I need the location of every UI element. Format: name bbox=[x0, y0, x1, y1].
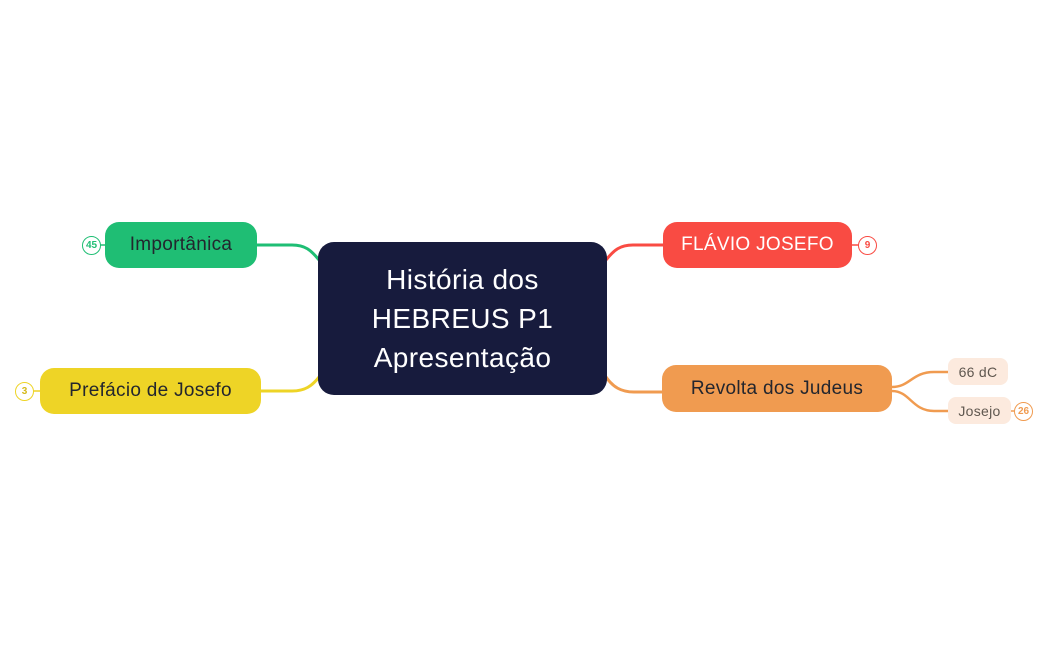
branch-label-flavio-josefo: FLÁVIO JOSEFO bbox=[681, 234, 834, 255]
child-node-66dc[interactable]: 66 dC bbox=[948, 358, 1008, 385]
central-topic-line-3: Apresentação bbox=[373, 342, 552, 373]
central-topic-line-2: HEBREUS P1 bbox=[371, 303, 554, 334]
branch-label-revolta: Revolta dos Judeus bbox=[690, 377, 864, 399]
badge-josejo-value: 26 bbox=[1017, 406, 1030, 417]
child-line-josejo bbox=[890, 389, 950, 413]
child-label-josejo: Josejo bbox=[958, 402, 1001, 419]
badge-prefacio-value: 3 bbox=[21, 386, 28, 397]
badge-importanica-count[interactable]: 45 bbox=[82, 236, 101, 255]
branch-label-prefacio: Prefácio de Josefo bbox=[69, 380, 232, 401]
badge-flavio-josefo-value: 9 bbox=[864, 240, 871, 251]
badge-importanica-value: 45 bbox=[85, 240, 98, 251]
branch-line-revolta bbox=[604, 375, 664, 394]
branch-line-prefacio bbox=[259, 375, 321, 393]
branch-node-prefacio[interactable]: Prefácio de Josefo bbox=[40, 368, 261, 414]
child-label-66dc: 66 dC bbox=[958, 363, 998, 380]
branch-label-importanica: Importânica bbox=[129, 234, 233, 255]
badge-flavio-josefo-count[interactable]: 9 bbox=[858, 236, 877, 255]
branch-line-flavio-josefo bbox=[604, 243, 665, 262]
badge-prefacio-count[interactable]: 3 bbox=[15, 382, 34, 401]
branch-node-importanica[interactable]: Importânica bbox=[105, 222, 257, 268]
branch-node-revolta[interactable]: Revolta dos Judeus bbox=[662, 365, 892, 412]
central-topic-node[interactable]: História dos HEBREUS P1 Apresentação bbox=[318, 242, 607, 395]
branch-line-importanica bbox=[255, 243, 321, 262]
branch-node-flavio-josefo[interactable]: FLÁVIO JOSEFO bbox=[663, 222, 852, 268]
badge-josejo-count[interactable]: 26 bbox=[1014, 402, 1033, 421]
child-line-66dc bbox=[890, 370, 950, 389]
child-node-josejo[interactable]: Josejo bbox=[948, 397, 1011, 424]
central-topic-line-1: História dos bbox=[386, 264, 539, 295]
